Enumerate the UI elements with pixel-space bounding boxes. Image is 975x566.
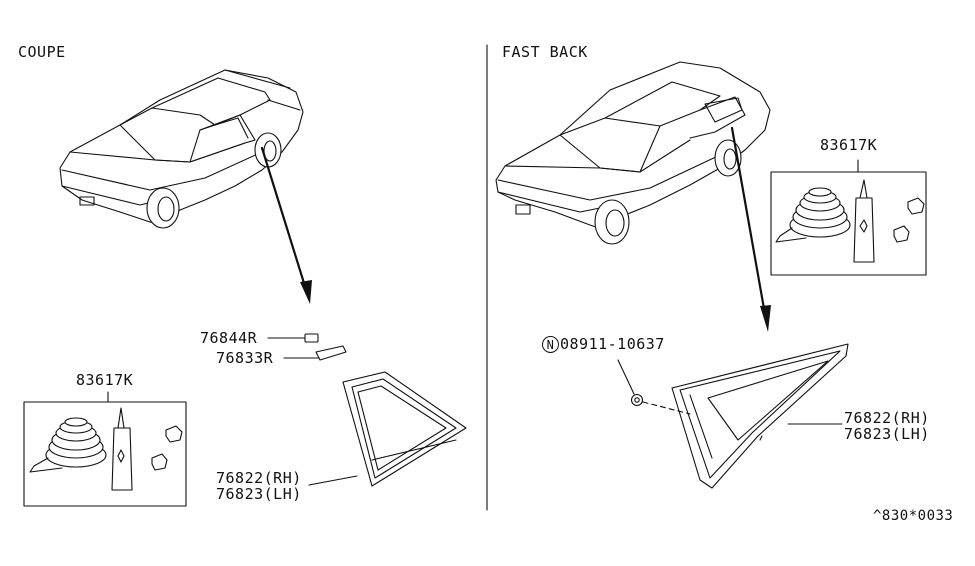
part-number-glass-rh-left: 76822(RH)	[216, 469, 302, 487]
part-number-seal-kit-right: 83617K	[820, 136, 878, 154]
diagram-code: ^830*0033	[873, 508, 954, 524]
nut-prefix-badge: N	[542, 336, 559, 353]
fastback-seal-kit	[770, 159, 927, 276]
part-number-glass-lh-left: 76823(LH)	[216, 485, 302, 503]
clip-parts	[267, 333, 347, 361]
part-number-76844R: 76844R	[200, 329, 258, 347]
coupe-car-illustration	[59, 69, 304, 229]
coupe-arrow	[260, 146, 312, 304]
section-title-fastback: FAST BACK	[502, 43, 588, 61]
fastback-quarter-glass	[671, 343, 849, 489]
coupe-seal-kit	[23, 391, 187, 507]
part-number-glass-lh-right: 76823(LH)	[844, 425, 930, 443]
nut-part	[617, 359, 691, 415]
section-title-coupe: COUPE	[18, 43, 66, 61]
fastback-car-illustration	[495, 61, 771, 245]
fastback-arrow	[730, 126, 771, 332]
nut-number: 08911-10637	[560, 335, 665, 353]
coupe-quarter-glass	[308, 371, 467, 487]
part-number-glass-rh-right: 76822(RH)	[844, 409, 930, 427]
part-number-76833R: 76833R	[216, 349, 274, 367]
part-number-seal-kit-left: 83617K	[76, 371, 134, 389]
